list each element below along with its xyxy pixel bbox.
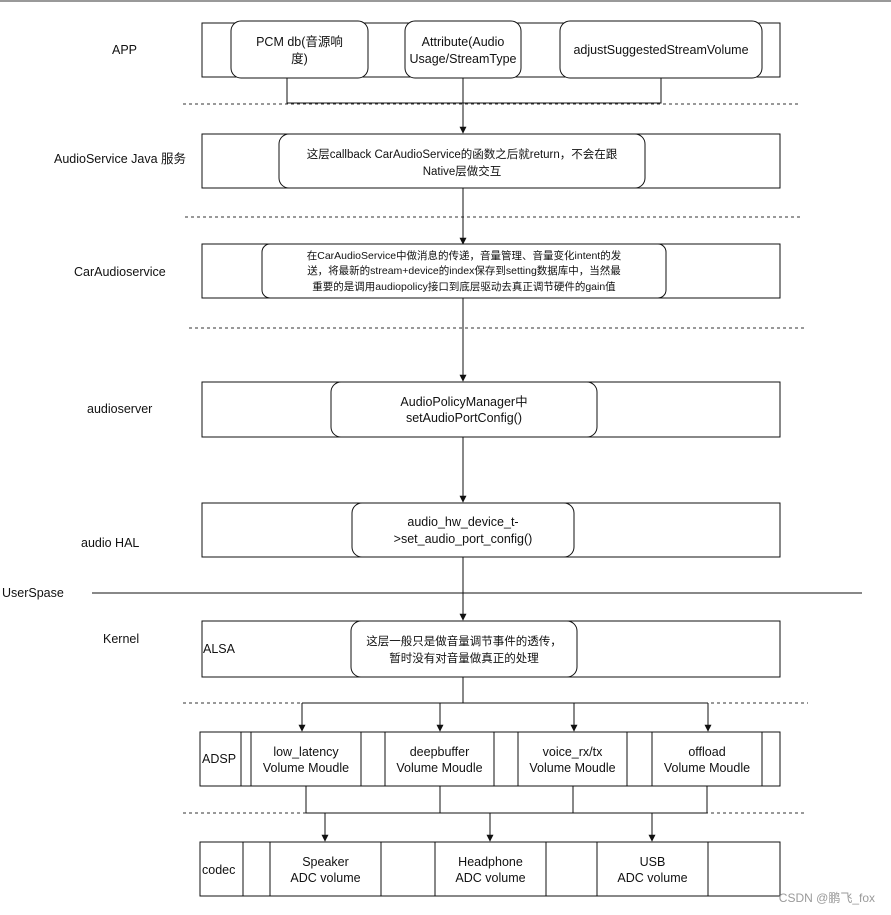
module-voice-line2: Volume Moudle (529, 761, 615, 775)
hal-note-box (351, 502, 575, 558)
module-low-latency-line1: low_latency (273, 745, 339, 759)
pcm-db-line1: PCM db(音源响 (256, 34, 343, 49)
car-note-box (261, 243, 667, 299)
module-voice-box (517, 731, 628, 787)
layer-label-app: APP (112, 43, 137, 57)
server-note-box (330, 381, 598, 438)
module-low-latency-box (250, 731, 362, 787)
java-note-line2: Native层做交互 (423, 164, 502, 178)
java-note-line1: 这层callback CarAudioService的函数之后就return，不… (307, 147, 618, 161)
attribute-line1: Attribute(Audio (422, 35, 505, 49)
output-usb-line1: USB (640, 855, 666, 869)
output-usb-box (596, 841, 709, 897)
hal-note-line1: audio_hw_device_t- (407, 515, 518, 529)
layer-label-audioservice-java: AudioService Java 服务 (54, 151, 186, 166)
adjust-volume-label: adjustSuggestedStreamVolume (573, 43, 748, 57)
server-note-line2: setAudioPortConfig() (406, 411, 522, 425)
kernel-note-line1: 这层一般只是做音量调节事件的透传， (366, 634, 562, 648)
layer-label-caraudioservice: CarAudioservice (74, 265, 166, 279)
adsp-label: ADSP (202, 752, 236, 766)
attribute-box (404, 20, 522, 79)
kernel-note-box (350, 620, 578, 678)
module-offload-line2: Volume Moudle (664, 761, 750, 775)
kernel-note-line2: 暂时没有对音量做真正的处理 (389, 651, 539, 665)
output-headphone-line1: Headphone (458, 855, 523, 869)
module-deepbuffer-line2: Volume Moudle (396, 761, 482, 775)
pcm-db-line2: 度) (291, 51, 308, 66)
module-offload-box (651, 731, 763, 787)
pcm-db-box (230, 20, 369, 79)
layer-label-kernel: Kernel (103, 632, 139, 646)
module-deepbuffer-line1: deepbuffer (410, 745, 470, 759)
layer-label-userspace: UserSpase (2, 586, 64, 600)
attribute-line2: Usage/StreamType (410, 52, 517, 66)
output-headphone-box (434, 841, 547, 897)
app-merge-connector (286, 78, 662, 104)
codec-label: codec (202, 863, 235, 877)
kernel-fanout-connector (302, 677, 708, 704)
layer-label-audioserver: audioserver (87, 402, 152, 416)
module-offload-line1: offload (688, 745, 725, 759)
module-voice-line1: voice_rx/tx (543, 745, 603, 759)
output-usb-line2: ADC volume (617, 871, 687, 885)
output-speaker-line1: Speaker (302, 855, 349, 869)
alsa-label: ALSA (203, 642, 236, 656)
layer-separators (183, 103, 808, 814)
car-note-line1: 在CarAudioService中做消息的传递，音量管理、音量变化intent的… (307, 249, 622, 262)
output-speaker-line2: ADC volume (290, 871, 360, 885)
adsp-codec-connector (305, 786, 708, 814)
server-note-line1: AudioPolicyManager中 (400, 394, 527, 409)
car-note-line3: 重要的是调用audiopolicy接口到底层驱动去真正调节硬件的gain值 (312, 280, 616, 293)
java-note-box (278, 133, 646, 189)
layer-label-audio-hal: audio HAL (81, 536, 139, 550)
output-headphone-line2: ADC volume (455, 871, 525, 885)
hal-note-line2: >set_audio_port_config() (394, 532, 533, 546)
module-deepbuffer-box (384, 731, 495, 787)
module-low-latency-line2: Volume Moudle (263, 761, 349, 775)
car-note-line2: 送，将最新的stream+device的index保存到setting数据库中，… (307, 264, 621, 277)
output-speaker-box (269, 841, 382, 897)
watermark: CSDN @鹏飞_fox (779, 891, 875, 905)
